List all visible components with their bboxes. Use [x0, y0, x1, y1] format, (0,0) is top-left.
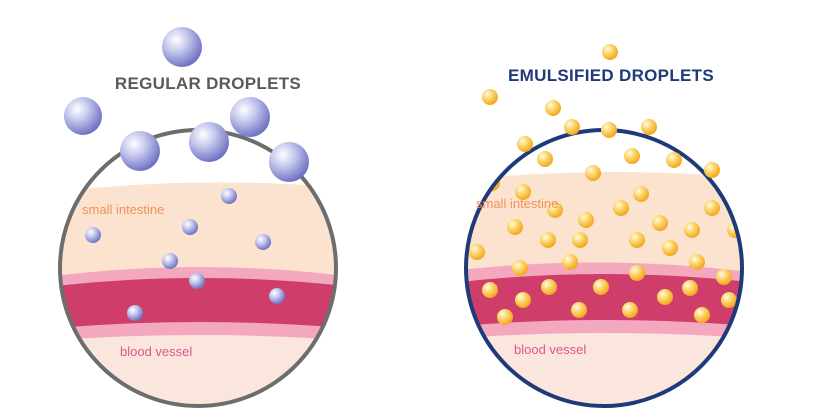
emulsified-title: EMULSIFIED DROPLETS: [508, 66, 714, 85]
emulsified-droplet: [562, 254, 578, 270]
regular-droplet-small: [85, 227, 101, 243]
regular-outer-droplets: [64, 27, 309, 182]
emulsified-droplet: [515, 184, 531, 200]
emulsified-droplet: [601, 122, 617, 138]
emulsified-droplet: [512, 260, 528, 276]
emulsified-droplet: [537, 151, 553, 167]
emulsified-droplet: [540, 232, 556, 248]
regular-vessel-label: blood vessel: [120, 344, 192, 359]
regular-droplet-large: [230, 97, 270, 137]
emulsified-droplet: [657, 289, 673, 305]
regular-droplet-large: [269, 142, 309, 182]
emulsified-droplet: [629, 265, 645, 281]
regular-droplet-large: [189, 122, 229, 162]
emulsified-droplet: [641, 119, 657, 135]
regular-droplet-small: [221, 188, 237, 204]
regular-inner-droplets: [85, 188, 285, 321]
emulsified-blood-vessel-band: [466, 274, 742, 330]
emulsified-droplet: [716, 269, 732, 285]
emulsified-droplet: [515, 292, 531, 308]
emulsified-droplet: [629, 232, 645, 248]
emulsified-droplet: [704, 200, 720, 216]
emulsified-droplet: [545, 100, 561, 116]
emulsified-vessel-label: blood vessel: [514, 342, 586, 357]
regular-droplet-small: [182, 219, 198, 235]
emulsified-panel: EMULSIFIED DROPLETS small intestine bloo…: [464, 44, 744, 408]
emulsified-droplet: [572, 232, 588, 248]
emulsified-droplet: [704, 162, 720, 178]
emulsified-droplet: [547, 202, 563, 218]
emulsified-droplet: [613, 200, 629, 216]
emulsified-droplet: [497, 309, 513, 325]
emulsified-droplet: [622, 302, 638, 318]
emulsified-droplet: [571, 302, 587, 318]
emulsified-droplet: [684, 222, 700, 238]
emulsified-droplet: [652, 215, 668, 231]
emulsified-outer-droplets: [482, 44, 720, 178]
regular-droplet-small: [269, 288, 285, 304]
regular-droplet-large: [162, 27, 202, 67]
regular-panel: REGULAR DROPLETS small intestine blood v…: [58, 27, 338, 408]
regular-small-intestine-band: [60, 182, 336, 280]
emulsified-droplet: [682, 280, 698, 296]
emulsified-droplet: [585, 165, 601, 181]
emulsified-droplet: [593, 279, 609, 295]
regular-droplet-small: [162, 253, 178, 269]
emulsified-intestine-label: small intestine: [476, 196, 558, 211]
emulsified-droplet: [602, 44, 618, 60]
emulsified-droplet: [721, 292, 737, 308]
emulsified-small-intestine-band: [466, 171, 742, 276]
emulsified-droplet: [482, 89, 498, 105]
emulsified-droplet: [482, 282, 498, 298]
regular-droplet-large: [120, 131, 160, 171]
emulsified-droplet: [541, 279, 557, 295]
regular-droplet-small: [255, 234, 271, 250]
emulsified-droplet: [694, 307, 710, 323]
emulsified-droplet: [469, 244, 485, 260]
emulsified-droplet: [666, 152, 682, 168]
emulsified-droplet: [578, 212, 594, 228]
regular-droplet-large: [64, 97, 102, 135]
emulsified-droplet: [662, 240, 678, 256]
emulsified-droplet: [564, 119, 580, 135]
emulsified-droplet: [633, 186, 649, 202]
regular-title: REGULAR DROPLETS: [115, 74, 301, 93]
regular-droplet-small: [189, 273, 205, 289]
regular-droplet-small: [127, 305, 143, 321]
emulsified-droplet: [689, 254, 705, 270]
emulsified-droplet: [624, 148, 640, 164]
emulsified-inner-droplets: [469, 165, 742, 325]
emulsified-droplet: [517, 136, 533, 152]
regular-intestine-label: small intestine: [82, 202, 164, 217]
emulsified-droplet: [507, 219, 523, 235]
